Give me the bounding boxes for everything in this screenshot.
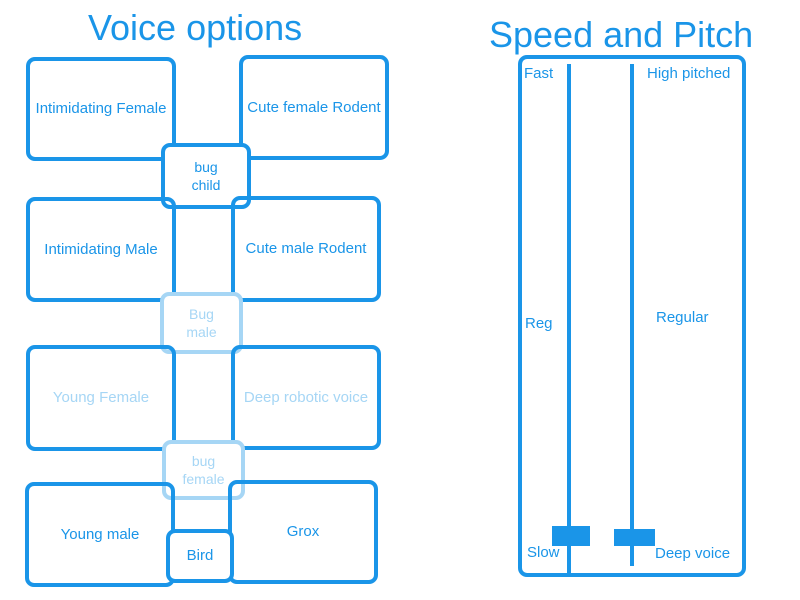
intimidating-male-button[interactable]: Intimidating Male [26,197,176,302]
speed-slow-label: Slow [527,544,560,561]
speed-fast-label: Fast [524,65,554,82]
speed-pitch-title: Speed and Pitch [489,14,754,55]
speed-reg-label: Reg [525,315,553,332]
pitch-slider-thumb[interactable] [614,529,655,546]
intimidating-female-button[interactable]: Intimidating Female [26,57,176,161]
young-male-button[interactable]: Young male [25,482,175,587]
deep-robotic-voice-button[interactable]: Deep robotic voice [231,345,381,450]
pitch-high-label: High pitched [647,65,731,82]
bird-button[interactable]: Bird [166,529,234,583]
speed-slider-track[interactable] [567,64,571,574]
bug-child-button[interactable]: bug child [161,143,251,209]
bug-male-button[interactable]: Bug male [160,292,243,354]
bug-female-button[interactable]: bug female [162,440,245,500]
pitch-slider-track[interactable] [630,64,634,566]
speed-pitch-panel [518,55,746,577]
cute-male-rodent-button[interactable]: Cute male Rodent [231,196,381,302]
pitch-regular-label: Regular [656,309,709,326]
cute-female-rodent-button[interactable]: Cute female Rodent [239,55,389,160]
voice-options-title: Voice options [88,7,303,48]
grox-button[interactable]: Grox [228,480,378,584]
pitch-deep-label: Deep voice [655,545,731,562]
speed-slider-thumb[interactable] [552,526,590,546]
young-female-button[interactable]: Young Female [26,345,176,451]
